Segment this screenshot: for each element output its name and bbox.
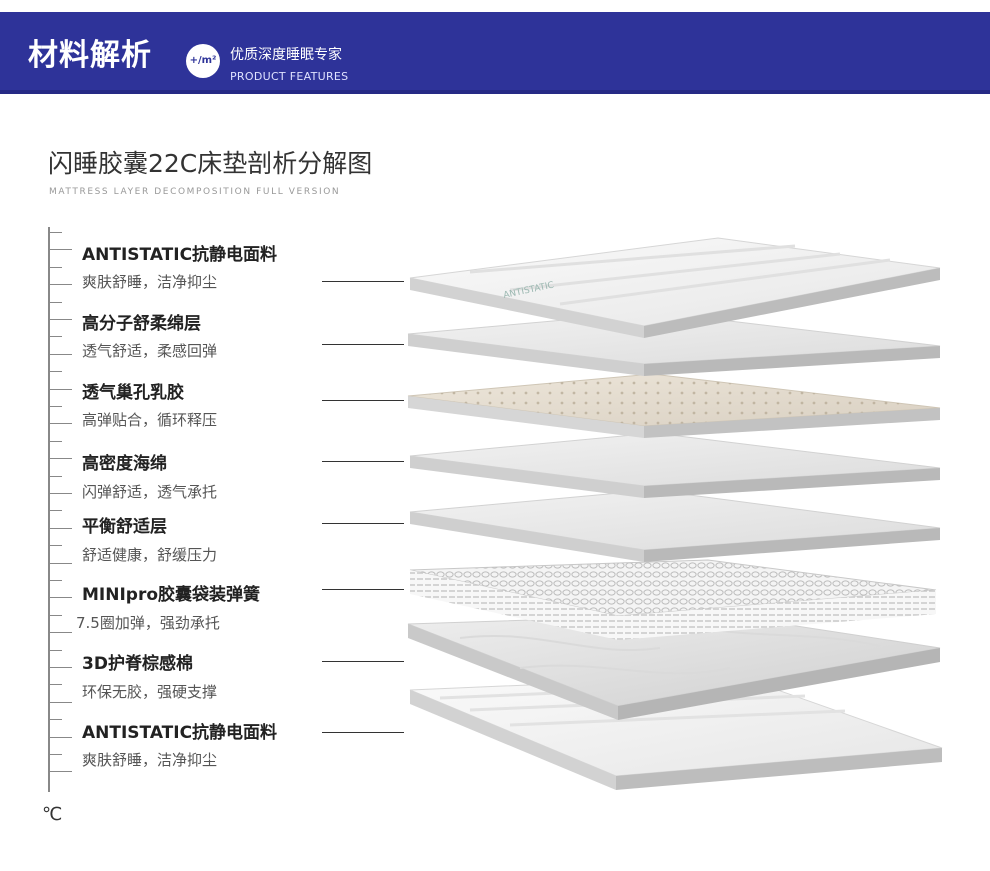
celsius-symbol: ℃ [42, 804, 62, 826]
layer-5-name: 平衡舒适层 [82, 516, 167, 538]
scale-tick [50, 545, 62, 546]
layer-6-name: MINIpro胶囊袋装弹簧 [82, 584, 260, 606]
layer-8-name: ANTISTATIC抗静电面料 [82, 722, 277, 744]
scale-tick [50, 441, 62, 442]
layer-7-name: 3D护脊棕感棉 [82, 653, 193, 675]
layer-2-connector [322, 344, 404, 345]
layer-1-top-fabric: ANTISTATIC [410, 238, 940, 338]
scale-tick [50, 510, 62, 511]
layer-1-connector [322, 281, 404, 282]
scale-tick [50, 267, 62, 268]
layer-6-connector [322, 589, 404, 590]
scale-tick [50, 476, 62, 477]
layer-1-desc: 爽肤舒睡，洁净抑尘 [82, 272, 217, 292]
scale-tick [50, 336, 62, 337]
scale-tick [50, 580, 62, 581]
scale-tick [50, 354, 72, 355]
layer-2-name: 高分子舒柔绵层 [82, 313, 201, 335]
scale-tick [50, 563, 72, 564]
layer-4-name: 高密度海绵 [82, 453, 167, 475]
scale-tick [50, 702, 72, 703]
layer-7-desc: 环保无胶，强硬支撑 [82, 682, 217, 702]
scale-tick [50, 754, 62, 755]
layer-8-connector [322, 732, 404, 733]
layer-6-desc: 7.5圈加弹，强劲承托 [76, 613, 220, 633]
layer-1-name: ANTISTATIC抗静电面料 [82, 244, 277, 266]
layer-3-latex [408, 374, 940, 438]
scale-tick [50, 423, 72, 424]
layer-4-desc: 闪弹舒适，透气承托 [82, 482, 217, 502]
layer-5-desc: 舒适健康，舒缓压力 [82, 545, 217, 565]
scale-tick [50, 771, 72, 772]
layer-5-balance-comfort [410, 490, 940, 562]
scale-tick [50, 737, 72, 738]
layer-3-connector [322, 400, 404, 401]
layer-5-connector [322, 523, 404, 524]
scale-tick [50, 458, 72, 459]
scale-tick [50, 615, 62, 616]
layer-4-connector [322, 461, 404, 462]
scale-tick [50, 597, 72, 598]
scale-tick [50, 249, 72, 250]
scale-tick [50, 319, 72, 320]
scale-tick [50, 684, 62, 685]
scale-tick [50, 632, 72, 633]
scale-tick [50, 667, 72, 668]
scale-tick [50, 493, 72, 494]
scale-tick [50, 528, 72, 529]
layer-3-name: 透气巢孔乳胶 [82, 382, 184, 404]
scale-tick [50, 719, 62, 720]
scale-tick [50, 232, 62, 233]
layer-4-high-density-foam [410, 433, 940, 498]
scale-tick [50, 650, 62, 651]
scale-tick [50, 302, 62, 303]
mattress-layers-illustration: ANTISTATIC [400, 228, 960, 848]
layer-7-connector [322, 661, 404, 662]
layer-3-desc: 高弹贴合，循环释压 [82, 410, 217, 430]
scale-tick [50, 406, 62, 407]
layer-2-desc: 透气舒适，柔感回弹 [82, 341, 217, 361]
scale-tick [50, 371, 62, 372]
layer-8-desc: 爽肤舒睡，洁净抑尘 [82, 750, 217, 770]
scale-tick [50, 389, 72, 390]
scale-tick [50, 284, 72, 285]
